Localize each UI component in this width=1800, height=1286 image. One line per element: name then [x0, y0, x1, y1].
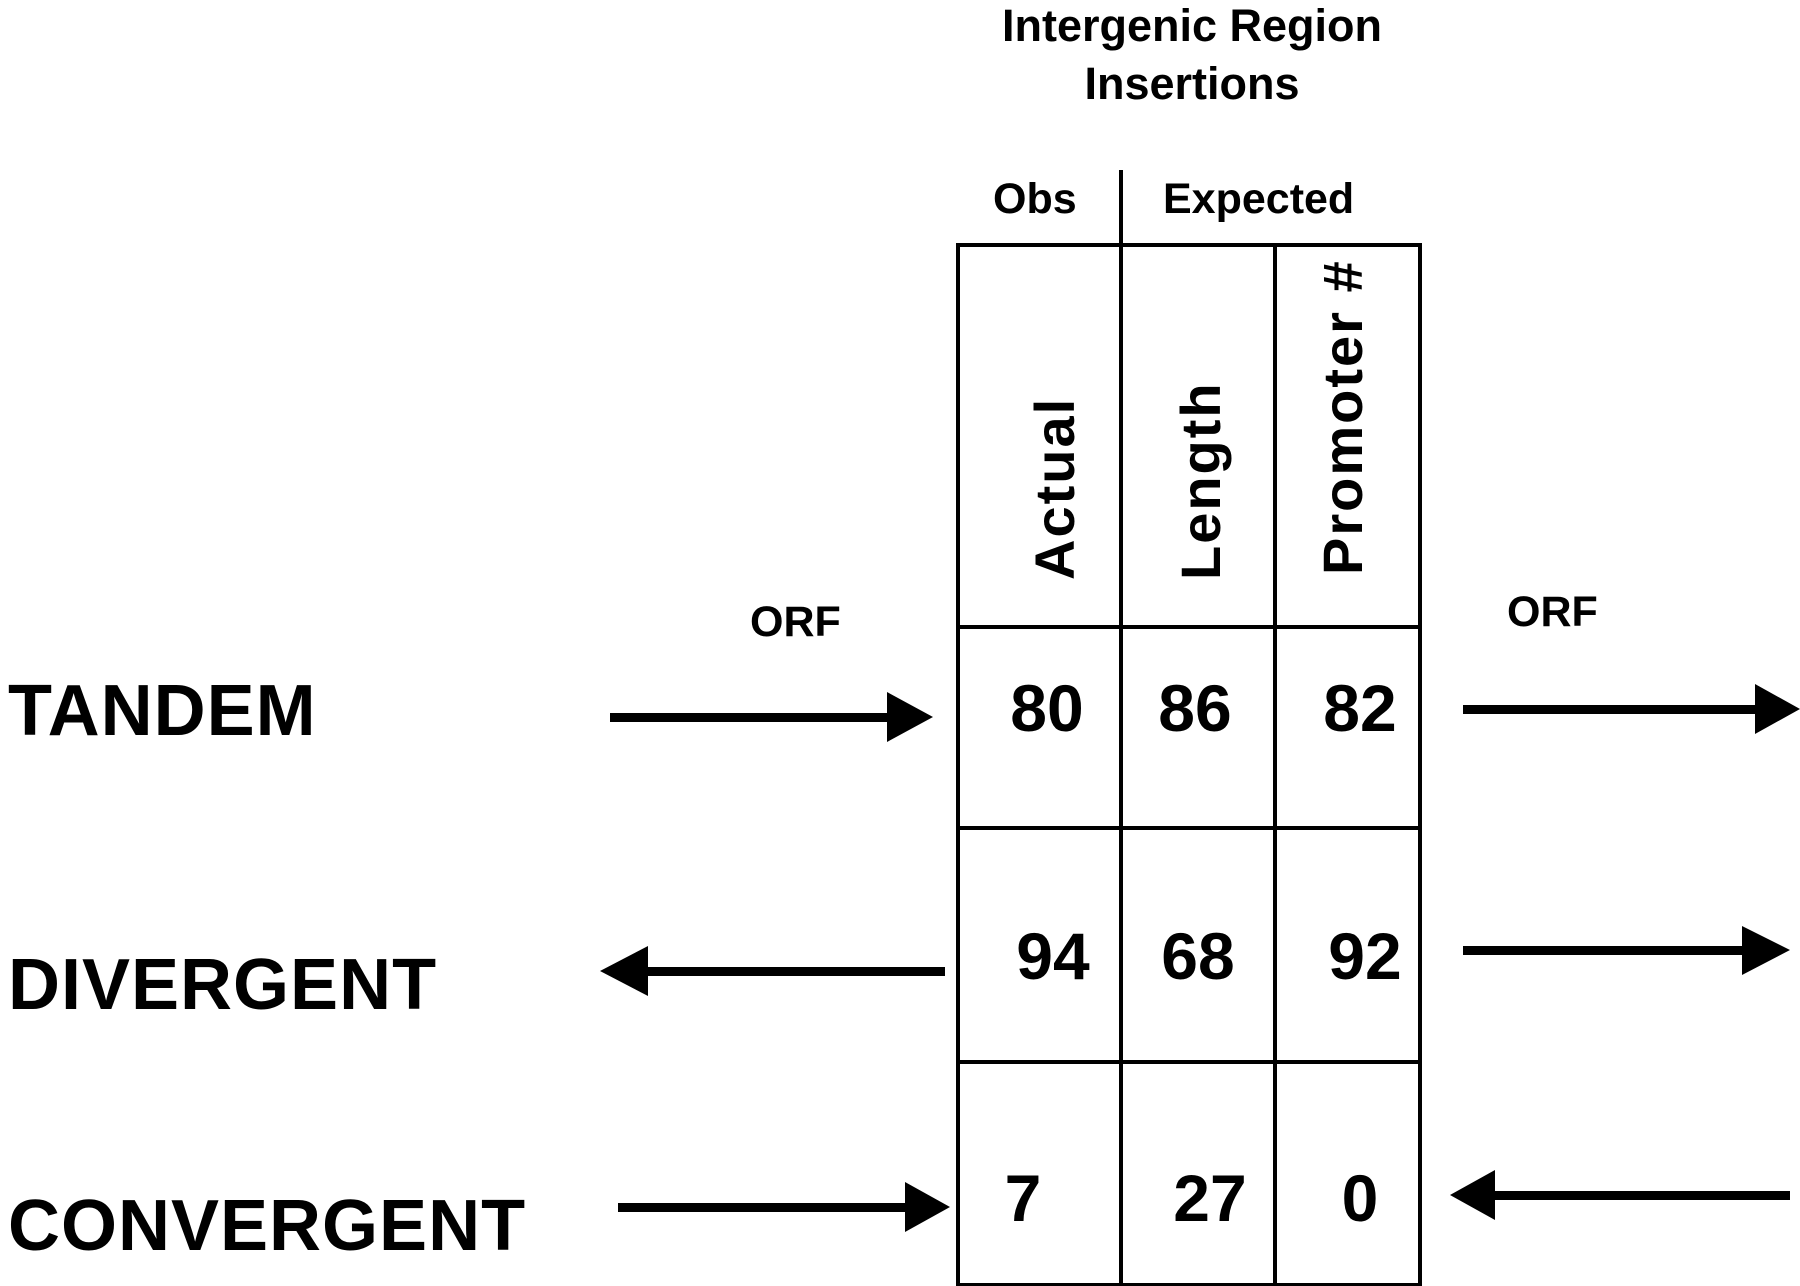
cell-divergent-length: 68 — [1161, 919, 1235, 993]
cell-convergent-promoter: 0 — [1341, 1161, 1379, 1235]
orf-label-right: ORF — [1507, 588, 1598, 636]
orf-label-left: ORF — [750, 598, 841, 646]
row-label-divergent: DIVERGENT — [8, 945, 438, 1025]
column-label-promoter: Promoter # — [1311, 259, 1374, 575]
cell-convergent-length: 27 — [1173, 1161, 1247, 1235]
cell-tandem-length: 86 — [1158, 671, 1232, 745]
figure-title-line2: Insertions — [1084, 58, 1300, 109]
figure-title-line1: Intergenic Region — [1001, 0, 1383, 51]
convergent-left-arrow-right — [618, 1182, 950, 1232]
tandem-left-arrow-right — [610, 692, 933, 742]
cell-divergent-promoter: 92 — [1328, 919, 1402, 993]
row-label-tandem: TANDEM — [8, 671, 317, 751]
column-label-actual: Actual — [1023, 396, 1086, 580]
expected-group-header: Expected — [1163, 175, 1355, 223]
row-label-convergent: CONVERGENT — [8, 1186, 527, 1266]
obs-group-header: Obs — [993, 175, 1077, 223]
table-grid — [956, 170, 1422, 1286]
column-label-length: Length — [1169, 381, 1232, 580]
divergent-left-arrow-left — [600, 946, 945, 996]
convergent-right-arrow-left — [1450, 1170, 1790, 1220]
cell-tandem-actual: 80 — [1010, 671, 1084, 745]
cell-divergent-actual: 94 — [1016, 919, 1090, 993]
table-outline — [956, 243, 1422, 1286]
cell-tandem-promoter: 82 — [1323, 671, 1397, 745]
tandem-right-arrow-right — [1463, 684, 1800, 734]
divergent-right-arrow-right — [1463, 926, 1790, 975]
cell-convergent-actual: 7 — [1004, 1161, 1042, 1235]
